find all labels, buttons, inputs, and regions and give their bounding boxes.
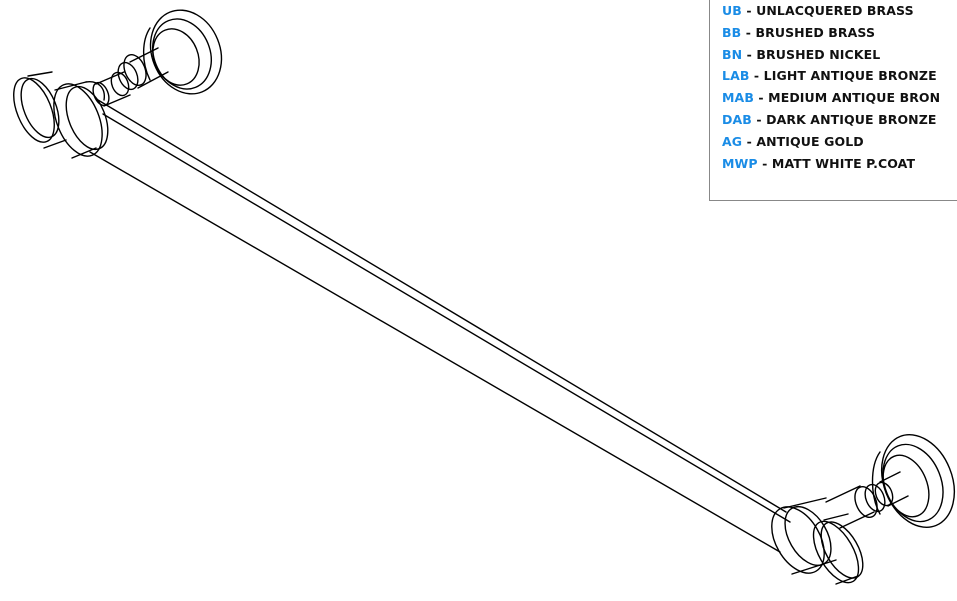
left-end-cap (6, 72, 67, 148)
finish-legend-list: UB - UNLACQUERED BRASS BB - BRUSHED BRAS… (722, 0, 957, 174)
finish-code: LAB (722, 68, 750, 84)
finish-item-mwp: MWP - MATT WHITE P.COAT (722, 153, 957, 175)
finish-separator: - (757, 155, 772, 171)
left-wall-rosette (138, 0, 233, 105)
left-post (90, 48, 168, 108)
finish-item-ub: UB - UNLACQUERED BRASS (722, 0, 957, 22)
finish-separator: - (749, 68, 764, 84)
right-wall-rosette (868, 424, 957, 538)
finish-separator: - (741, 24, 756, 40)
finish-name: BRUSHED BRASS (755, 24, 876, 40)
finish-code: MWP (722, 155, 758, 171)
left-end-collar (44, 77, 116, 163)
right-post (826, 472, 908, 528)
right-end-collar (761, 498, 841, 582)
finish-item-bb: BB - BRUSHED BRASS (722, 22, 957, 44)
finish-separator: - (741, 3, 757, 18)
finish-item-bn: BN - BRUSHED NICKEL (722, 44, 957, 66)
finish-separator: - (751, 111, 767, 127)
finish-item-mab: MAB - MEDIUM ANTIQUE BRON (722, 87, 957, 109)
finish-code: AG (722, 133, 743, 149)
finish-code: MAB (722, 90, 754, 106)
main-bar (90, 100, 790, 552)
finish-separator: - (753, 90, 769, 106)
finish-name: DARK ANTIQUE BRONZE (766, 111, 937, 127)
finish-name: ANTIQUE GOLD (756, 133, 864, 149)
right-end-cap (804, 514, 871, 590)
finish-separator: - (742, 133, 757, 149)
finish-item-ag: AG - ANTIQUE GOLD (722, 131, 957, 153)
finish-name: MEDIUM ANTIQUE BRON (768, 90, 941, 106)
finish-item-lab: LAB - LIGHT ANTIQUE BRONZE (722, 65, 957, 87)
finish-name: UNLACQUERED BRASS (756, 3, 914, 18)
finish-code: BN (722, 46, 743, 62)
finish-code: DAB (722, 111, 752, 127)
finish-code: BB (722, 24, 742, 40)
finish-item-dab: DAB - DARK ANTIQUE BRONZE (722, 109, 957, 131)
finish-name: MATT WHITE P.COAT (771, 155, 916, 171)
finish-separator: - (742, 46, 757, 62)
finish-legend-box (709, 0, 957, 201)
finish-code: UB (722, 3, 742, 18)
finish-name: BRUSHED NICKEL (756, 46, 881, 62)
finish-name: LIGHT ANTIQUE BRONZE (763, 68, 937, 84)
